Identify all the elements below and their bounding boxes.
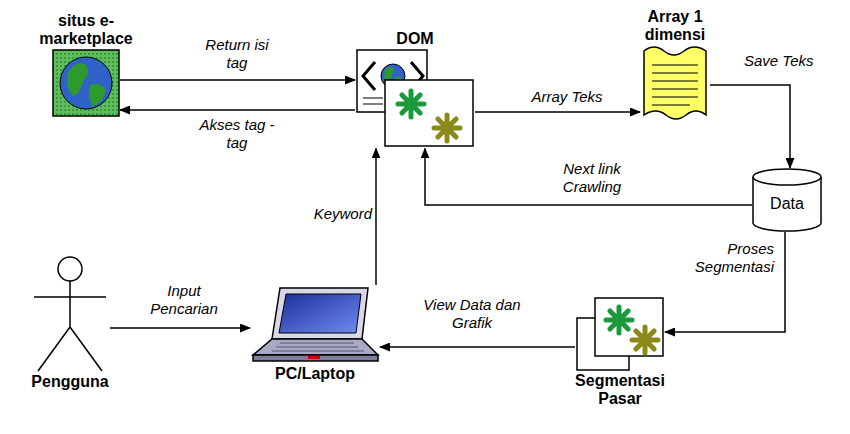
icon-part <box>67 63 88 96</box>
icon-part <box>34 281 106 371</box>
icon-part <box>398 91 424 117</box>
connector-arrow <box>380 346 575 348</box>
node-icon <box>30 255 110 373</box>
diagram-node: Array 1 dimensi <box>640 8 710 123</box>
node-icon <box>575 296 665 372</box>
icon-part <box>644 47 706 119</box>
node-label: Data <box>770 195 804 213</box>
node-icon <box>355 48 475 148</box>
edge-label: Proses Segmentasi <box>672 240 776 276</box>
edge-label: Keyword <box>290 205 374 223</box>
node-label: Pengguna <box>20 373 120 391</box>
icon-part <box>272 288 368 339</box>
icon-part <box>363 62 375 90</box>
icon-part <box>89 84 105 107</box>
connector-arrow <box>710 85 790 168</box>
edge-label: Next link Crawling <box>545 160 639 196</box>
node-label: Array 1 dimensi <box>630 8 720 45</box>
icon-part <box>279 294 361 333</box>
icon-part <box>385 80 473 146</box>
node-icon <box>250 285 380 365</box>
node-icon <box>640 45 710 123</box>
connector-arrow <box>110 327 250 329</box>
edge-label: Return isi tag <box>192 36 282 72</box>
icon-part <box>308 356 320 359</box>
icon-part <box>58 257 82 281</box>
icon-part <box>652 65 698 105</box>
icon-part <box>363 98 383 104</box>
diagram-node: Pengguna <box>30 255 110 391</box>
connector-arrow <box>120 79 355 81</box>
edge-label: Input Pencarian <box>132 282 236 318</box>
connector-arrow <box>425 148 752 205</box>
node-label: PC/Laptop <box>250 365 380 383</box>
diagram-node: Data <box>752 168 822 232</box>
node-label: DOM <box>355 30 475 48</box>
icon-part <box>53 50 119 116</box>
diagram-node: situs e-marketplace <box>52 12 120 117</box>
diagram-node: Segmentasi Pasar <box>575 296 665 409</box>
icon-part <box>434 115 460 141</box>
connector-arrow <box>475 111 640 113</box>
icon-part <box>753 169 821 185</box>
icon-part <box>253 339 378 355</box>
icon-part <box>60 57 112 109</box>
edge-label: Array Teks <box>515 88 619 106</box>
diagram-node: DOM <box>355 30 475 148</box>
icon-part <box>272 343 364 351</box>
connector-arrow <box>665 232 785 332</box>
icon-part <box>253 355 378 361</box>
icon-part <box>632 327 658 353</box>
connector-arrow <box>375 148 377 285</box>
diagram-node: PC/Laptop <box>250 285 380 383</box>
icon-part <box>595 298 663 356</box>
node-icon <box>52 49 120 117</box>
edge-label: Save Teks <box>742 52 846 70</box>
node-label: situs e-marketplace <box>21 12 151 49</box>
edge-label: Akses tag - tag <box>192 116 282 152</box>
node-label: Segmentasi Pasar <box>565 372 675 409</box>
connector-arrow <box>120 109 355 111</box>
icon-part <box>606 307 632 333</box>
edge-label: View Data dan Grafik <box>420 296 524 332</box>
